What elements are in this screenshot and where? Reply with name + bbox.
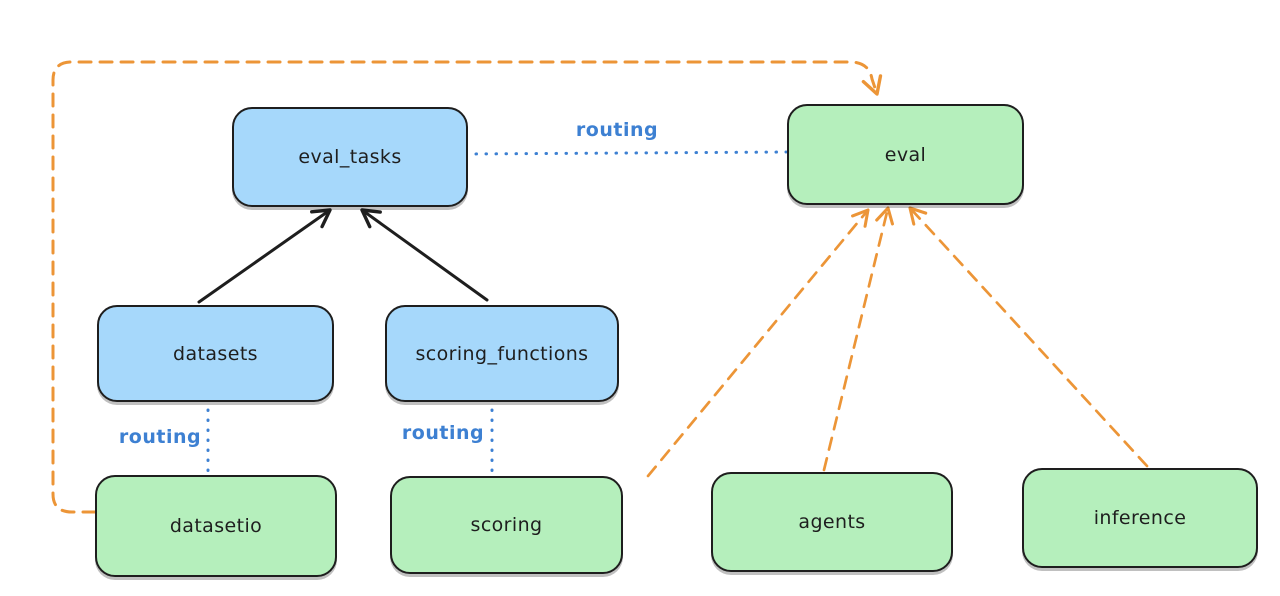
node-datasetio-label: datasetio (169, 515, 263, 537)
edge-datasetio-eval (51, 60, 883, 514)
node-scoring-functions-label: scoring_functions (415, 342, 589, 365)
edge-datasets-evaltasks (197, 208, 332, 304)
node-eval-tasks: eval_tasks (232, 107, 468, 207)
edge-scoring-eval (646, 208, 870, 478)
node-eval: eval (787, 104, 1024, 205)
node-agents: agents (711, 472, 953, 572)
routing-label-evaltasks-eval: routing (575, 119, 659, 141)
node-scoring-functions: scoring_functions (385, 305, 619, 402)
node-datasetio: datasetio (95, 475, 337, 577)
edge-inference-eval (908, 206, 1149, 468)
node-inference-label: inference (1093, 507, 1187, 529)
edge-scoringfunctions-evaltasks (360, 208, 489, 302)
node-inference: inference (1022, 468, 1258, 568)
node-datasets-label: datasets (173, 342, 258, 365)
node-datasets: datasets (97, 305, 334, 402)
node-scoring-label: scoring (470, 514, 543, 536)
node-eval-tasks-label: eval_tasks (298, 146, 402, 168)
edge-evaltasks-eval-routing (464, 150, 788, 156)
edge-agents-eval (822, 206, 894, 472)
routing-label-datasets-datasetio: routing (118, 426, 202, 448)
node-scoring: scoring (390, 476, 623, 574)
node-agents-label: agents (798, 511, 866, 533)
node-eval-label: eval (884, 143, 927, 166)
routing-label-scoringfunctions-scoring: routing (401, 422, 485, 444)
